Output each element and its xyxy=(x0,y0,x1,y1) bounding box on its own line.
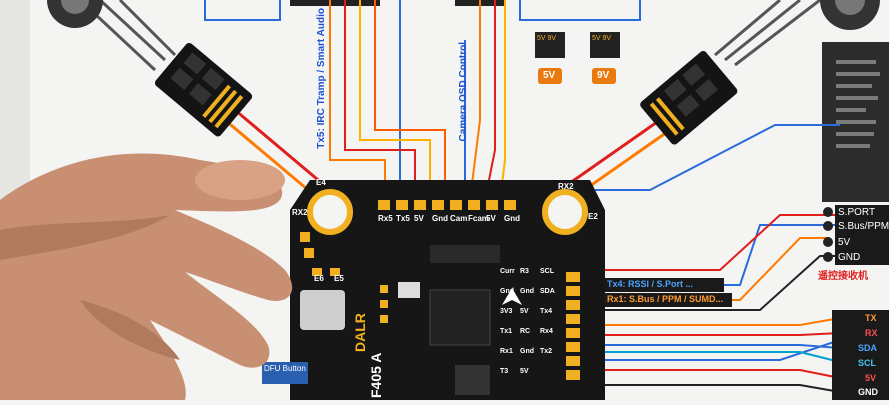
side-pad-6: R3 xyxy=(520,268,529,275)
peripheral-pin-tx: TX xyxy=(865,313,877,323)
top-pad-gnd: Gnd xyxy=(432,214,448,223)
top-pad-5v: 5V xyxy=(414,214,424,223)
side-pad-7: Gnd xyxy=(520,288,534,295)
top-pad-rx5: Rx5 xyxy=(378,214,393,223)
side-pad-5: T3 xyxy=(500,368,509,375)
peripheral-pin-5v: 5V xyxy=(865,373,877,383)
selector-9v-label: 9V xyxy=(597,70,610,81)
side-pad-12: SCL xyxy=(540,268,554,275)
top-connector xyxy=(290,0,380,6)
side-pad-9: RC xyxy=(520,328,531,335)
side-pad-11: 5V xyxy=(520,368,529,375)
esc-left xyxy=(154,42,253,137)
peripheral-pin-sda: SDA xyxy=(858,343,878,353)
peripheral-pin-rx: RX xyxy=(865,328,878,338)
selector-5v-label: 5V xyxy=(543,70,556,81)
receiver-pin-sbus: S.Bus/PPM xyxy=(838,221,889,232)
dfu-button-label: DFU Button xyxy=(264,364,306,373)
uart-note-rx1: Rx1: S.Bus / PPM / SUMD... xyxy=(607,294,724,304)
uart-note-tx4: Tx4: RSSI / S.Port ... xyxy=(607,279,694,289)
receiver-caption: 遥控接收机 xyxy=(818,271,868,282)
selector-9v-pins: 5V 9V xyxy=(592,35,612,42)
side-pad-0: Curr xyxy=(500,268,515,275)
peripheral-pin-scl: SCL xyxy=(858,358,876,368)
pad-e2: E2 xyxy=(588,212,598,221)
top-pad-cam: Cam xyxy=(450,214,468,223)
side-pad-15: Rx4 xyxy=(540,328,553,335)
side-pad-13: SDA xyxy=(540,288,555,295)
peripheral-box xyxy=(832,310,889,400)
receiver-pin-sport: S.PORT xyxy=(838,207,876,218)
pad-rx2-right: RX2 xyxy=(558,182,574,191)
peripheral-pin-gnd: GND xyxy=(858,387,878,397)
pad-e6: E6 xyxy=(314,274,324,283)
side-pad-3: Tx1 xyxy=(500,328,513,335)
side-pad-1: Gnd xyxy=(500,288,514,295)
top-pad-tx5: Tx5 xyxy=(396,214,410,223)
pad-e5: E5 xyxy=(334,274,344,283)
board-model: F405 A xyxy=(368,352,384,398)
receiver-pin-gnd: GND xyxy=(838,252,861,263)
label-smart-audio: Tx5: IRC Tramp / Smart Audio xyxy=(316,8,327,149)
dfu-box xyxy=(262,362,308,384)
side-pad-14: Tx4 xyxy=(540,308,553,315)
pad-e4: E4 xyxy=(316,178,326,187)
side-pad-8: 5V xyxy=(520,308,529,315)
label-camera-osd: Camera OSD Control xyxy=(458,42,469,142)
top-pad-gnd-2: Gnd xyxy=(504,214,520,223)
receiver-box xyxy=(835,205,889,265)
pad-rx2-left: RX2 xyxy=(292,208,308,217)
receiver-pin-5v: 5V xyxy=(838,237,851,248)
side-pad-2: 3V3 xyxy=(500,308,513,315)
top-pad-5v-2: 5V xyxy=(486,214,496,223)
flight-controller-board xyxy=(290,180,605,400)
esc-right xyxy=(640,51,738,145)
voltage-box-9v xyxy=(590,32,620,58)
side-pad-4: Rx1 xyxy=(500,348,513,355)
board-brand: DALR xyxy=(352,313,368,352)
side-pad-16: Tx2 xyxy=(540,348,553,355)
usb-port xyxy=(300,290,345,330)
selector-5v-pins: 5V 9V xyxy=(537,35,557,42)
top-pad-fcam: Fcam xyxy=(468,214,489,223)
voltage-box-5v xyxy=(535,32,565,58)
hand xyxy=(0,153,293,400)
side-pad-10: Gnd xyxy=(520,348,534,355)
